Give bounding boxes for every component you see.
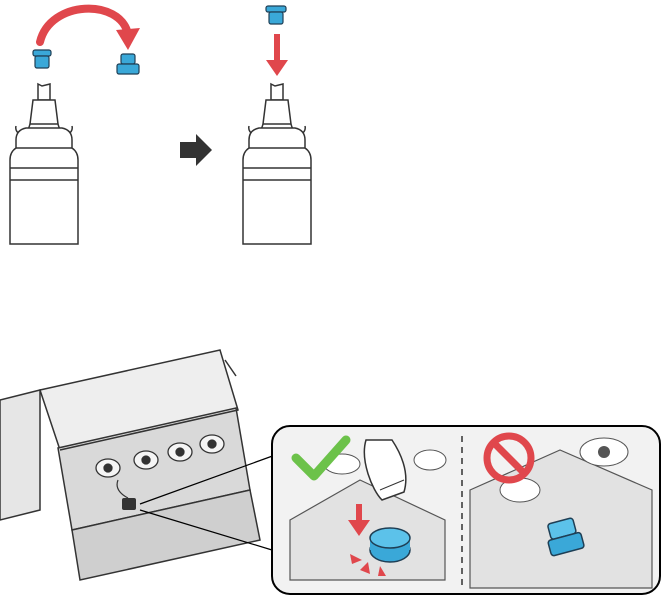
- printer-body: [0, 350, 260, 580]
- bottle-steps-panel: [0, 0, 330, 250]
- down-arrow-icon: [266, 34, 288, 76]
- ink-tank-panel: [0, 340, 666, 599]
- bottle-cap-right: [117, 54, 139, 74]
- right-arrow-icon: [180, 134, 212, 166]
- bottle-cap-top: [266, 6, 286, 24]
- bottle-cap-left: [33, 50, 51, 68]
- bottle-steps-illustration: [0, 0, 330, 250]
- ink-bottle-left: [10, 84, 78, 244]
- ink-bottle-right: [243, 84, 311, 244]
- curved-arrow-icon: [40, 9, 140, 50]
- ink-tank-illustration: [0, 340, 666, 599]
